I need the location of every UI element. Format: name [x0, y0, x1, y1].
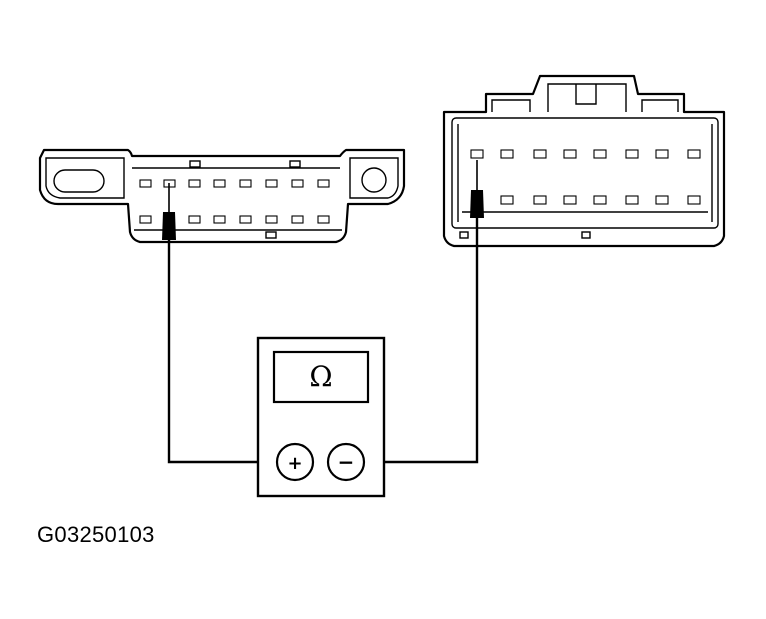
ohm-symbol: Ω [309, 360, 332, 393]
positive-terminal-label: + [287, 453, 302, 474]
left-probe-tip [162, 212, 176, 240]
left-connector-pins-bottom [139, 215, 330, 224]
test-leads [167, 218, 479, 464]
right-connector-body [442, 74, 726, 248]
positive-lead-wire [167, 240, 276, 464]
negative-terminal-label: − [338, 450, 355, 474]
negative-lead-wire [364, 218, 479, 464]
ohmmeter-display [272, 350, 370, 404]
right-connector-pins-top [470, 149, 701, 159]
positive-terminal [275, 442, 315, 482]
ohmmeter: Ω + − [256, 336, 386, 498]
right-probe-tip [470, 190, 484, 218]
left-mount-hole [361, 167, 387, 193]
right-connector [442, 74, 726, 248]
left-connector-body [38, 148, 406, 244]
left-mount-slot [53, 169, 105, 193]
left-connector [38, 148, 406, 244]
figure-id: G03250103 [37, 522, 155, 547]
negative-terminal [326, 442, 366, 482]
right-connector-pins-bottom [500, 195, 701, 205]
